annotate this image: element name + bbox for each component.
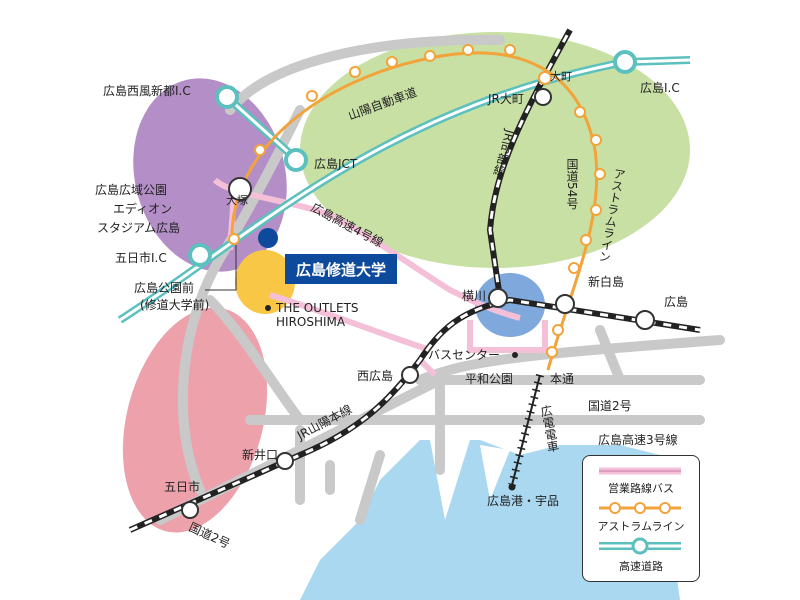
label-ujina: 広島港・宇品 bbox=[487, 493, 559, 508]
stations bbox=[181, 71, 655, 519]
astram-line bbox=[230, 51, 599, 371]
label-yokogawa: 横川 bbox=[462, 289, 486, 303]
university-marker bbox=[258, 228, 278, 248]
jr-lines bbox=[128, 28, 701, 533]
ic-markers bbox=[188, 50, 637, 267]
label-jr-omachi: JR大町 bbox=[487, 92, 524, 106]
label-hiroshima-st: 広島 bbox=[664, 294, 688, 309]
legend-symbols bbox=[599, 467, 681, 555]
label-route2-w: 国道2号 bbox=[187, 520, 232, 551]
blue-area bbox=[475, 273, 545, 337]
label-nishihiroshima: 西広島 bbox=[357, 368, 393, 383]
label-bus-center: バスセンター bbox=[428, 348, 500, 362]
astram-stops bbox=[228, 44, 606, 358]
legend-astram-label: アストラムライン bbox=[597, 520, 685, 533]
label-hiroden: 広電電車 bbox=[538, 403, 560, 454]
label-route54: 国道54号 bbox=[565, 158, 579, 209]
label-park-2: エディオン bbox=[113, 201, 172, 216]
map-legend: 営業路線バス アストラムライン 高速道路 bbox=[582, 455, 700, 582]
sea-inlet bbox=[430, 440, 510, 520]
hiroden-line bbox=[508, 374, 544, 486]
label-shinhakushima: 新白島 bbox=[588, 274, 624, 289]
label-outlets-1: THE OUTLETS bbox=[275, 301, 359, 315]
legend-expressway-label: 高速道路 bbox=[619, 560, 663, 573]
label-outlets-2: HIROSHIMA bbox=[276, 315, 346, 329]
label-hiroshima-ic: 広島I.C bbox=[640, 80, 680, 95]
label-exp3: 広島高速3号線 bbox=[598, 432, 678, 447]
red-area bbox=[122, 307, 268, 533]
label-koenmae-2: (修道大学前) bbox=[140, 297, 209, 312]
expressway bbox=[117, 56, 691, 324]
label-jct: 広島JCT bbox=[314, 156, 358, 171]
label-park-3: スタジアム広島 bbox=[97, 220, 180, 235]
label-itsukaichi-ic: 五日市I.C bbox=[115, 250, 167, 265]
label-route2-e: 国道2号 bbox=[588, 399, 632, 413]
label-heiwa-koen: 平和公園 bbox=[465, 372, 513, 386]
legend-bus-label: 営業路線バス bbox=[608, 482, 674, 495]
label-omachi: 大町 bbox=[550, 69, 572, 83]
point-markers bbox=[265, 305, 518, 491]
label-hondori: 本通 bbox=[550, 372, 574, 386]
label-park-1: 広島広域公園 bbox=[95, 182, 167, 197]
university-label: 広島修道大学 bbox=[285, 254, 397, 284]
label-koenmae-1: 広島公園前 bbox=[134, 280, 194, 295]
koenmae-leader bbox=[205, 245, 237, 291]
purple-area bbox=[133, 78, 287, 272]
label-seifu-ic: 広島西風新都I.C bbox=[103, 83, 191, 98]
label-shinikoguchi: 新井口 bbox=[242, 447, 278, 462]
label-otsuka: 大塚 bbox=[226, 193, 248, 207]
label-itsukaichi: 五日市 bbox=[164, 479, 200, 494]
